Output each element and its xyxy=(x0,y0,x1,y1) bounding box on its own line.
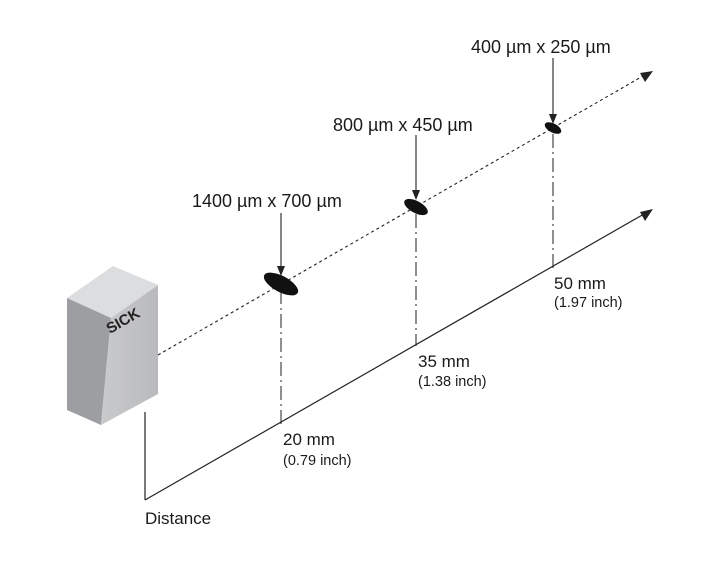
distance-mm-label: 20 mm xyxy=(283,430,335,449)
light-spot xyxy=(263,272,299,296)
distance-inch-label: (1.97 inch) xyxy=(554,295,623,311)
axis-line xyxy=(144,213,645,501)
beam-arrowhead xyxy=(640,71,653,82)
beam-path xyxy=(157,71,653,356)
measurement-35mm: 800 µm x 450 µm 35 mm (1.38 inch) xyxy=(333,115,487,390)
sensor-top-face xyxy=(67,266,158,318)
measurement-20mm: 1400 µm x 700 µm 20 mm (0.79 inch) xyxy=(192,191,352,469)
distance-axis: Distance xyxy=(144,209,653,528)
pointer-arrowhead xyxy=(549,114,557,124)
axis-arrowhead xyxy=(640,209,653,221)
spot-size-label: 800 µm x 450 µm xyxy=(333,115,473,135)
spot-size-label: 1400 µm x 700 µm xyxy=(192,191,342,211)
light-spot xyxy=(404,198,428,216)
pointer-arrowhead xyxy=(412,190,420,200)
light-spot xyxy=(544,122,562,134)
measurement-50mm: 400 µm x 250 µm 50 mm (1.97 inch) xyxy=(471,37,623,311)
sensor-side-face xyxy=(67,298,111,425)
pointer-arrowhead xyxy=(277,266,285,276)
distance-inch-label: (1.38 inch) xyxy=(418,374,487,390)
spot-size-label: 400 µm x 250 µm xyxy=(471,37,611,57)
distance-mm-label: 35 mm xyxy=(418,352,470,371)
axis-label: Distance xyxy=(145,509,211,528)
sensor-housing: SICK xyxy=(67,266,158,425)
distance-mm-label: 50 mm xyxy=(554,274,606,293)
distance-inch-label: (0.79 inch) xyxy=(283,453,352,469)
sensor-front-face xyxy=(101,285,158,425)
